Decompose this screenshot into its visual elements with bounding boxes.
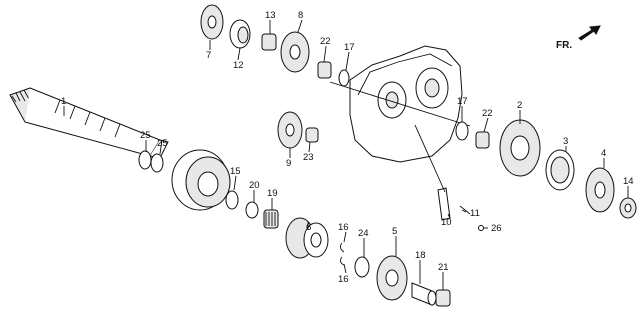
callout-25-left: 25 — [140, 130, 151, 141]
callout-21: 21 — [438, 262, 449, 273]
clip-a — [339, 242, 345, 253]
spacer-collar — [245, 201, 259, 219]
thrust-washer — [225, 190, 239, 210]
callout-14: 14 — [623, 176, 634, 187]
washer-17-top — [338, 69, 350, 87]
callout-17-right: 17 — [457, 96, 468, 107]
synchro-3 — [545, 149, 575, 191]
snap-ring-a — [138, 150, 152, 170]
bearing-13 — [261, 33, 277, 51]
callout-25-right: 25 — [157, 138, 168, 149]
front-direction-label: FR. — [556, 40, 572, 51]
collar-18 — [411, 282, 437, 306]
clutch-gear-assembly — [171, 149, 231, 211]
callout-15: 15 — [230, 166, 241, 177]
gear-5 — [376, 255, 408, 301]
bearing-22-top — [317, 61, 332, 79]
snap-ring-b — [150, 153, 164, 173]
callout-6: 6 — [306, 222, 311, 233]
callout-3: 3 — [563, 136, 568, 147]
callout-5: 5 — [392, 226, 397, 237]
ball-26 — [478, 225, 484, 231]
transmission-case — [349, 45, 463, 163]
callout-13: 13 — [265, 10, 276, 21]
mainshaft — [9, 87, 169, 159]
bearing-23 — [305, 127, 319, 143]
callout-23: 23 — [303, 152, 314, 163]
nut-14 — [619, 197, 637, 219]
callout-26: 26 — [491, 223, 502, 234]
callout-24: 24 — [358, 228, 369, 239]
front-direction-arrow-icon — [578, 25, 601, 41]
clip-b — [339, 256, 345, 266]
countershaft — [329, 81, 471, 127]
washer-24 — [354, 256, 370, 278]
front-direction-indicator: FR. — [556, 25, 601, 51]
callout-16-bottom: 16 — [338, 274, 349, 285]
callout-19: 19 — [267, 188, 278, 199]
callout-16-top: 16 — [338, 222, 349, 233]
callout-11: 11 — [470, 208, 480, 219]
gear-4 — [585, 167, 615, 213]
callout-22-top: 22 — [320, 36, 331, 47]
needle-bearing-19 — [263, 209, 279, 229]
callout-2: 2 — [517, 100, 522, 111]
gear-9 — [277, 111, 303, 149]
callout-8: 8 — [298, 10, 303, 21]
callout-22-right: 22 — [482, 108, 493, 119]
callout-17-top: 17 — [344, 42, 355, 53]
callout-18: 18 — [415, 250, 426, 261]
collar-12 — [229, 19, 251, 49]
gear-2 — [499, 119, 541, 177]
callout-leaders — [63, 19, 629, 290]
bearing-21 — [435, 289, 451, 307]
washer-17-right — [455, 121, 469, 141]
callout-9: 9 — [286, 158, 291, 169]
bearing-22-right — [475, 131, 490, 149]
gear-8 — [280, 31, 310, 73]
gear-7 — [200, 4, 224, 40]
rod-leader-line — [414, 124, 446, 193]
callout-20: 20 — [249, 180, 260, 191]
callout-12: 12 — [233, 60, 244, 71]
callout-7: 7 — [206, 50, 211, 61]
callout-4: 4 — [601, 148, 606, 159]
callout-1: 1 — [61, 96, 66, 107]
callout-10: 10 — [441, 217, 452, 228]
gear-6 — [285, 217, 329, 259]
pin-11 — [459, 205, 471, 215]
